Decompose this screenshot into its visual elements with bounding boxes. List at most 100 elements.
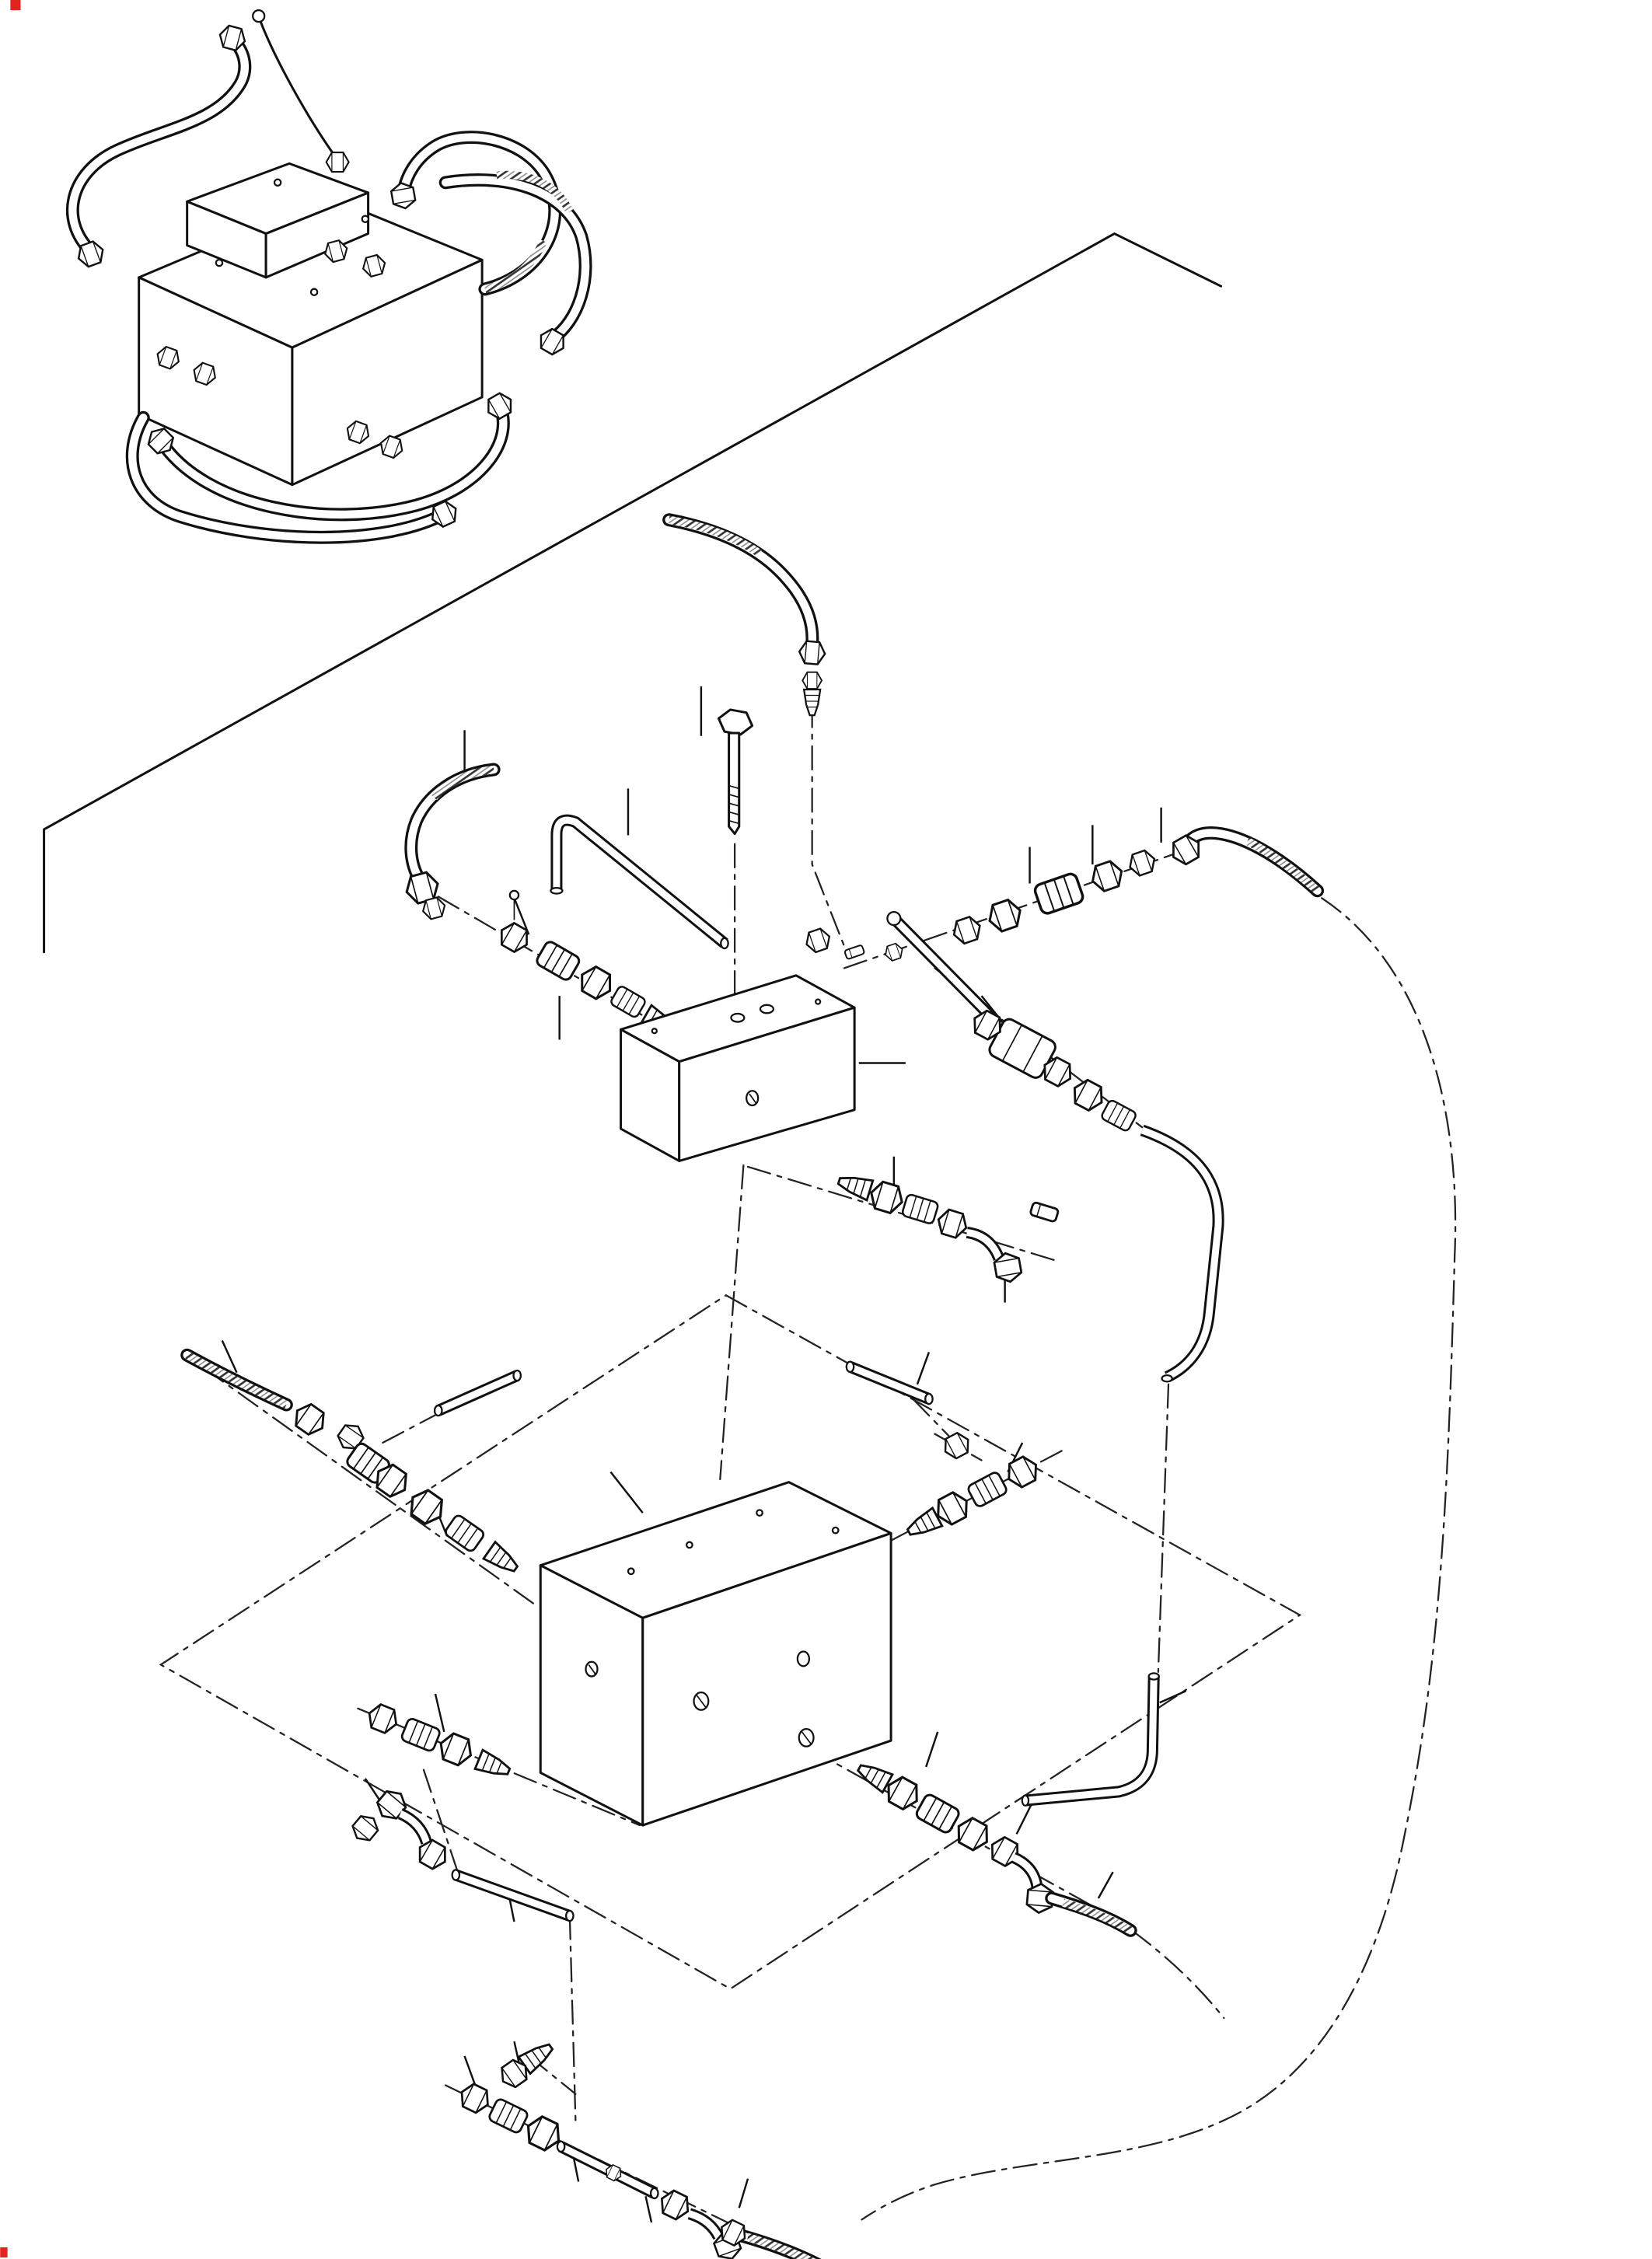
leader-line: [609, 1471, 644, 1514]
hex-nut: [363, 1700, 402, 1737]
centerline: [422, 1768, 460, 1877]
fitting-chain-below-block: [835, 1170, 1060, 1285]
short-tube: [433, 1369, 522, 1417]
swivel-adapter: [1099, 1098, 1138, 1133]
block-right-face: [678, 1006, 856, 1162]
hex-nut: [434, 1729, 477, 1770]
plug-pin: [1029, 1200, 1060, 1224]
leader-line: [916, 1352, 931, 1385]
tee-fitting: [494, 918, 534, 957]
drill-mark: [309, 288, 319, 296]
washer: [882, 941, 906, 963]
bent-tube-lower-right: [1021, 1672, 1160, 1807]
male-connector: [903, 1507, 944, 1542]
plug-pin: [843, 944, 866, 961]
upper-manifold-block: [620, 974, 856, 1162]
scan-mark: [10, 0, 21, 11]
lower-manifold-block: [539, 1481, 892, 1827]
coupling: [1032, 871, 1086, 917]
hex-nut: [934, 1206, 971, 1241]
hex-nut: [325, 151, 350, 173]
short-tube: [845, 1360, 934, 1405]
hex-nut: [983, 896, 1026, 935]
top-braided-hose: [662, 513, 827, 717]
port: [796, 1650, 811, 1667]
centerline: [934, 1433, 983, 1461]
assembled-manifold-unit: [66, 9, 592, 544]
bottom-chain: [455, 2037, 822, 2259]
drill-mark: [651, 1028, 658, 1035]
drill-mark: [361, 215, 370, 224]
hex-nut: [1125, 847, 1159, 879]
leader-line: [644, 2195, 653, 2223]
panel-boundary: [43, 232, 1223, 954]
hex-nut: [288, 1398, 331, 1440]
drill-mark: [273, 178, 282, 187]
hex-nut: [412, 1835, 452, 1874]
swivel-adapter: [900, 1192, 940, 1226]
ball-valve: [886, 910, 1138, 1133]
block-right-face: [641, 1531, 892, 1827]
leader-line: [434, 1693, 445, 1733]
elbow-hose-upper-left: [402, 763, 501, 922]
drill-mark: [685, 1541, 693, 1549]
fitting-chain-lower-right-lower: [853, 1758, 1137, 1937]
hose-bottom-1: [142, 389, 518, 522]
straight-tube: [451, 1869, 575, 1922]
hex-nut: [939, 1429, 975, 1463]
drill-mark: [215, 258, 224, 267]
hex-nut: [1087, 857, 1127, 895]
centerline: [746, 1165, 1056, 1262]
hex-nut: [797, 639, 827, 666]
hex-nut: [655, 2186, 695, 2224]
leader-line: [1097, 1871, 1114, 1899]
elbow-hose-upper-right: [1166, 826, 1325, 898]
drill-mark: [627, 1567, 635, 1576]
swivel-adapter: [399, 1716, 442, 1754]
leader-line: [925, 1731, 939, 1768]
bleed-rod: [259, 19, 337, 159]
drill-mark: [815, 998, 822, 1005]
lever-ball-end: [886, 910, 902, 927]
hex-nut: [1001, 1451, 1043, 1493]
hex-nut: [865, 1178, 907, 1217]
centerline: [1157, 1383, 1170, 1673]
top-plate: [264, 191, 370, 279]
swivel-adapter: [913, 1791, 962, 1836]
hex-nut: [455, 2079, 494, 2118]
bent-tube-right: [1140, 1124, 1224, 1383]
hex-nut: [482, 389, 518, 424]
centerline: [719, 1164, 745, 1481]
drill-mark: [831, 1526, 840, 1535]
port: [730, 1012, 746, 1023]
hose-loop-left: [66, 23, 252, 271]
scan-mark: [0, 2247, 8, 2258]
lower-assembly: [180, 1348, 1160, 1937]
leader-line: [1015, 1804, 1032, 1835]
leader-line: [513, 897, 530, 935]
swivel-adapter: [966, 1469, 1009, 1510]
swivel-adapter: [609, 983, 648, 1020]
centerline: [568, 1915, 577, 2121]
hose-loop-right: [389, 131, 562, 296]
upper-assembly: [402, 513, 1325, 1383]
rod-end: [252, 9, 266, 23]
swivel-adapter: [442, 1512, 487, 1554]
bent-tube-upper: [550, 814, 729, 950]
swivel-adapter: [487, 2097, 530, 2135]
leader-line: [1159, 1690, 1187, 1704]
fitting-chain-lower-right-upper: [845, 1360, 1043, 1542]
bleed-screw: [508, 889, 520, 901]
hex-nut: [1067, 1075, 1109, 1116]
centerline: [811, 703, 846, 948]
hex-nut: [389, 180, 417, 211]
hose-bottom-2: [125, 410, 462, 544]
male-connector: [853, 1758, 894, 1794]
hex-nut: [948, 913, 985, 947]
centerline: [1130, 1929, 1225, 2020]
centerline-routing-curve: [861, 897, 1457, 2221]
hex-nut: [348, 1810, 383, 1846]
leader-line: [738, 2178, 749, 2208]
